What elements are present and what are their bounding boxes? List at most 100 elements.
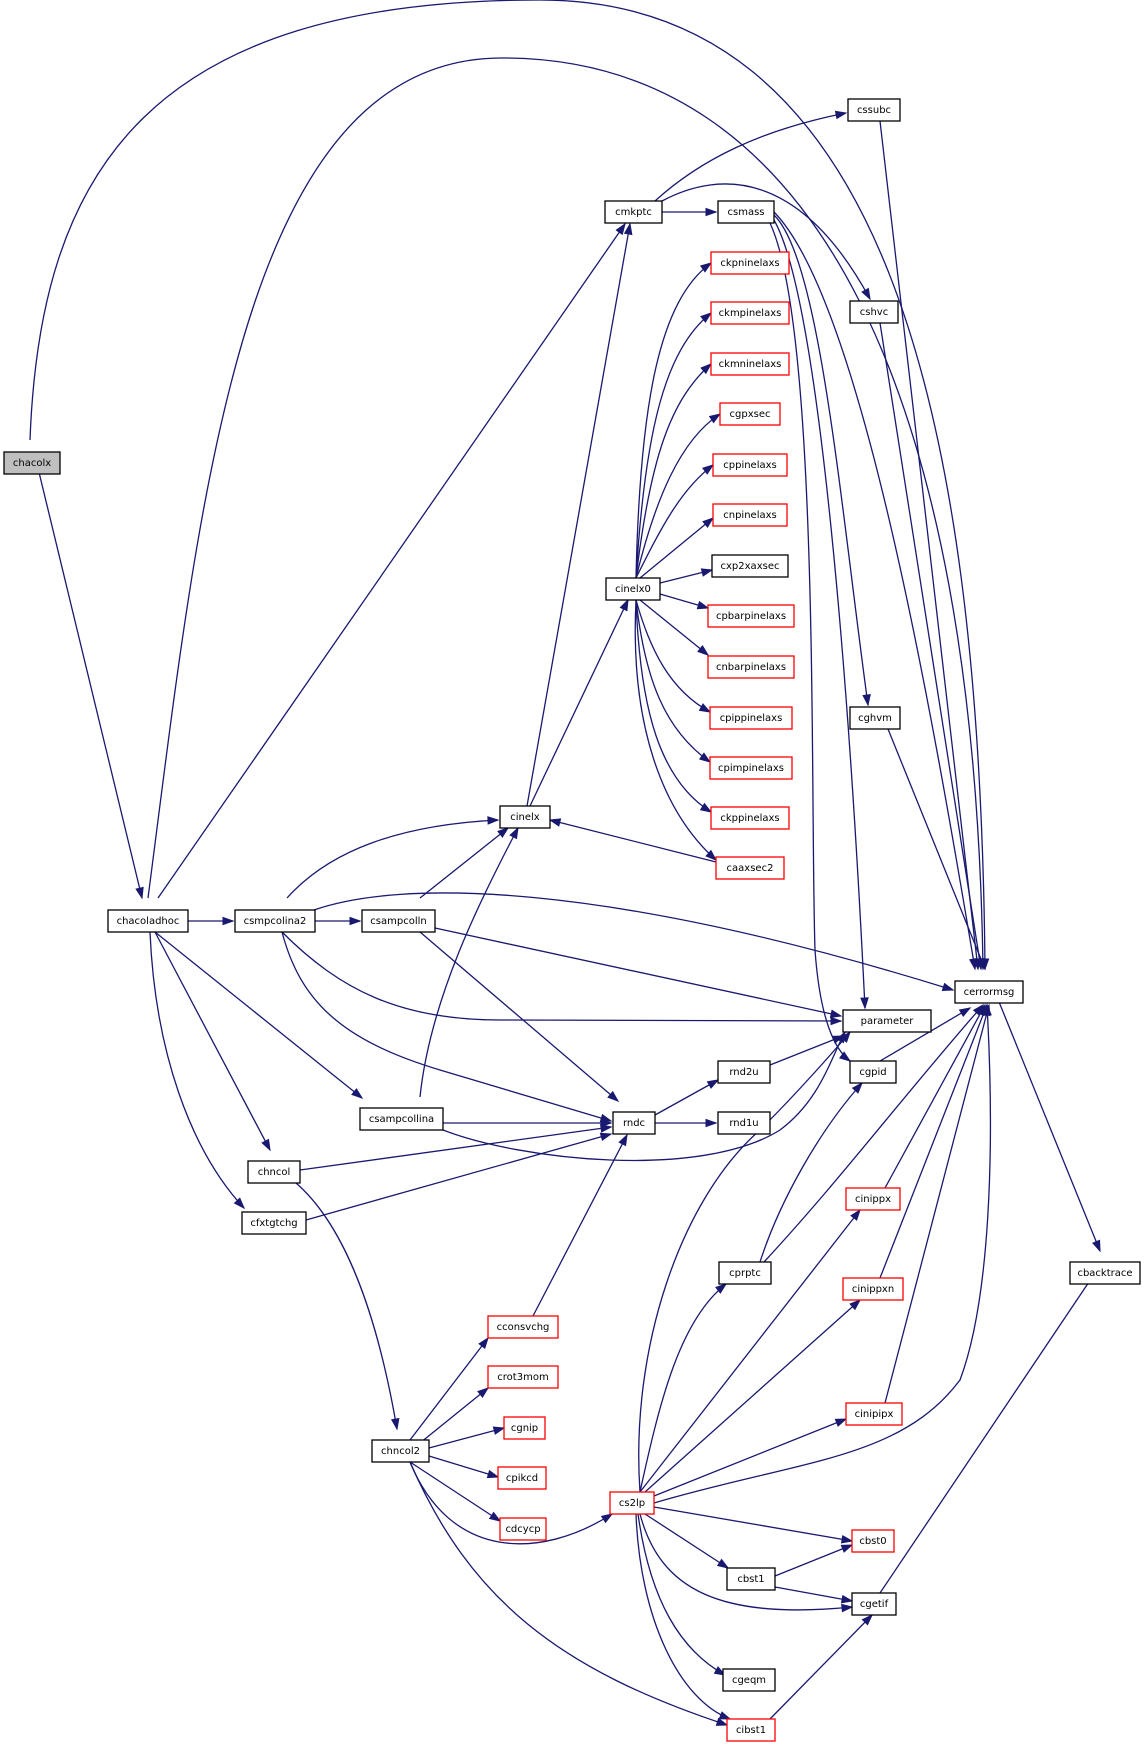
node-label: parameter <box>861 1016 915 1027</box>
node-cerrormsg[interactable]: cerrormsg <box>954 980 1024 1004</box>
node-cinippxn[interactable]: cinippxn <box>842 1277 904 1301</box>
edge-arrowhead <box>705 207 718 217</box>
node-cgnip[interactable]: cgnip <box>503 1416 546 1440</box>
node-label: rndc <box>623 1118 645 1129</box>
node-rnd2u[interactable]: rnd2u <box>717 1060 771 1084</box>
edge-line <box>635 1513 731 1720</box>
node-label: chncol2 <box>381 1446 420 1457</box>
edge-line <box>639 1283 727 1493</box>
edge-line <box>644 1299 861 1493</box>
node-crot3mom[interactable]: crot3mom <box>487 1365 559 1389</box>
node-box <box>851 1529 895 1553</box>
node-rnd1u[interactable]: rnd1u <box>717 1111 771 1135</box>
edge-cshvc-to-cerrormsg <box>879 322 984 971</box>
edge-line <box>635 599 711 763</box>
node-chacolx[interactable]: chacolx <box>3 451 61 475</box>
edge-line <box>29 0 986 970</box>
node-cdcycp[interactable]: cdcycp <box>499 1517 547 1541</box>
edge-line <box>773 214 869 706</box>
node-cppinelaxs[interactable]: cppinelaxs <box>712 453 788 477</box>
node-chacoladhoc[interactable]: chacoladhoc <box>107 909 189 933</box>
node-box <box>710 806 790 830</box>
node-cmkptc[interactable]: cmkptc <box>604 200 663 224</box>
edge-line <box>529 599 629 807</box>
edge-cinelx0-to-cxp2xaxsec <box>659 568 714 584</box>
edge-line <box>154 931 363 1099</box>
node-cshvc[interactable]: cshvc <box>849 300 899 324</box>
node-cs2lp[interactable]: cs2lp <box>609 1491 655 1515</box>
node-box <box>609 1491 655 1515</box>
node-box <box>712 453 788 477</box>
edge-line <box>532 1134 628 1317</box>
node-box <box>241 1211 307 1235</box>
edge-arrowhead <box>716 1558 730 1569</box>
node-csampcollina[interactable]: csampcollina <box>359 1107 444 1131</box>
node-cinelx0[interactable]: cinelx0 <box>605 577 661 601</box>
node-ckpninelaxs[interactable]: ckpninelaxs <box>710 251 790 275</box>
node-cprptc[interactable]: cprptc <box>718 1261 772 1285</box>
node-chncol[interactable]: chncol <box>247 1160 301 1184</box>
node-ckppinelaxs[interactable]: ckppinelaxs <box>710 806 790 830</box>
node-cinippx[interactable]: cinippx <box>845 1187 901 1211</box>
edge-csmpcolina2-to-cinelx <box>286 816 500 899</box>
node-cgeqm[interactable]: cgeqm <box>722 1668 776 1692</box>
node-cnpinelaxs[interactable]: cnpinelaxs <box>712 503 788 527</box>
edge-layer <box>29 0 1101 1726</box>
edge-arrowhead <box>492 1426 506 1435</box>
edge-chncol-to-rndc <box>299 1124 613 1171</box>
node-label: cpbarpinelaxs <box>716 611 786 622</box>
edge-cinelx0-to-ckmpinelaxs <box>635 312 713 579</box>
edge-cinelx0-to-cnpinelaxs <box>639 517 715 579</box>
node-ckmpinelaxs[interactable]: ckmpinelaxs <box>710 301 790 325</box>
edge-line <box>409 1461 613 1545</box>
node-cgetif[interactable]: cgetif <box>851 1592 897 1616</box>
node-cfxtgtchg[interactable]: cfxtgtchg <box>241 1211 307 1235</box>
edge-line <box>154 931 271 1151</box>
edge-cs2lp-to-cprptc <box>639 1283 728 1493</box>
node-cibst1[interactable]: cibst1 <box>726 1718 776 1742</box>
node-cinipipx[interactable]: cinipipx <box>845 1402 903 1426</box>
edge-arrowhead <box>1092 1239 1101 1253</box>
node-cbst0[interactable]: cbst0 <box>851 1529 895 1553</box>
edge-cbst1-to-cgetif <box>774 1586 854 1604</box>
node-cgpid[interactable]: cgpid <box>849 1060 897 1084</box>
node-box <box>954 980 1024 1004</box>
edge-line <box>634 599 717 861</box>
node-cconsvchg[interactable]: cconsvchg <box>487 1315 559 1339</box>
node-csmass[interactable]: csmass <box>717 200 775 224</box>
edge-line <box>763 1004 984 1263</box>
node-cbacktrace[interactable]: cbacktrace <box>1069 1261 1141 1285</box>
edge-csampcolln-to-cinelx <box>419 827 510 899</box>
node-box <box>849 1060 897 1084</box>
node-cpimpinelaxs[interactable]: cpimpinelaxs <box>709 756 793 780</box>
node-parameter[interactable]: parameter <box>842 1009 932 1033</box>
edge-cconsvchg-to-rndc <box>532 1133 628 1317</box>
edge-chacoladhoc-to-csmpcolina2 <box>186 916 235 926</box>
node-cbst1[interactable]: cbst1 <box>726 1567 776 1591</box>
edge-arrowhead <box>699 802 713 813</box>
edge-arrowhead <box>478 1336 489 1349</box>
node-cghvm[interactable]: cghvm <box>849 706 901 730</box>
node-cpbarpinelaxs[interactable]: cpbarpinelaxs <box>707 604 795 628</box>
edge-chncol2-to-cpikcd <box>428 1455 500 1479</box>
node-caaxsec2[interactable]: caaxsec2 <box>715 856 785 880</box>
node-cpippinelaxs[interactable]: cpippinelaxs <box>709 706 793 730</box>
node-csampcolln[interactable]: csampcolln <box>361 909 436 933</box>
node-cssubc[interactable]: cssubc <box>847 98 901 122</box>
node-cpikcd[interactable]: cpikcd <box>497 1466 547 1490</box>
node-label: cinelx0 <box>615 584 651 595</box>
edge-csampcollina-to-rndc <box>443 1118 613 1128</box>
node-ckmninelaxs[interactable]: ckmninelaxs <box>710 352 790 376</box>
edge-arrowhead <box>850 1208 861 1221</box>
node-cnbarpinelaxs[interactable]: cnbarpinelaxs <box>707 655 795 679</box>
edge-arrowhead <box>941 982 955 992</box>
node-cxp2xaxsec[interactable]: cxp2xaxsec <box>711 554 789 578</box>
node-csmpcolina2[interactable]: csmpcolina2 <box>234 909 316 933</box>
node-cinelx[interactable]: cinelx <box>499 805 551 829</box>
node-cgpxsec[interactable]: cgpxsec <box>719 402 781 426</box>
node-rndc[interactable]: rndc <box>612 1111 656 1135</box>
node-box <box>359 1107 444 1131</box>
node-chncol2[interactable]: chncol2 <box>371 1439 430 1463</box>
edge-arrowhead <box>977 957 986 971</box>
edge-line <box>639 1513 853 1611</box>
